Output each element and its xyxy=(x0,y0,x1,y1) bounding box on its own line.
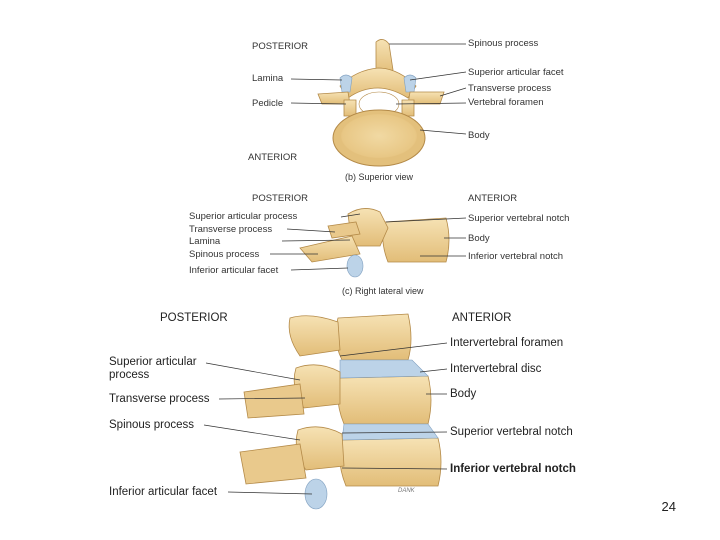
anterior-label-d: ANTERIOR xyxy=(452,312,512,324)
label-vertebral-foramen-b: Vertebral foramen xyxy=(468,97,544,108)
artist-signature: DANK xyxy=(398,488,415,494)
vertebral-column-segment xyxy=(239,313,442,510)
posterior-label-d: POSTERIOR xyxy=(160,312,228,324)
label-body-b: Body xyxy=(468,130,490,141)
label-intervertebral-foramen-d: Intervertebral foramen xyxy=(450,337,564,349)
label-inferior-vertebral-notch-c: Inferior vertebral notch xyxy=(468,251,564,262)
label-superior-articular-process-c: Superior articular process xyxy=(189,211,298,222)
leader-lines xyxy=(203,43,467,495)
superior-view-vertebra xyxy=(317,39,445,167)
label-lamina-b: Lamina xyxy=(252,73,284,84)
label-process-d: process xyxy=(109,369,150,381)
label-superior-articular-facet-b: Superior articular facet xyxy=(468,67,564,78)
caption-right-lateral-view: (c) Right lateral view xyxy=(342,286,424,296)
posterior-label-c: POSTERIOR xyxy=(252,193,308,204)
label-transverse-process-b: Transverse process xyxy=(468,83,552,94)
label-spinous-process-b: Spinous process xyxy=(468,38,539,49)
label-transverse-process-c: Transverse process xyxy=(189,224,273,235)
anterior-label-b: ANTERIOR xyxy=(248,152,298,163)
label-pedicle-b: Pedicle xyxy=(252,98,284,109)
posterior-label-b: POSTERIOR xyxy=(252,41,308,52)
page-number: 24 xyxy=(661,499,676,514)
label-spinous-process-c: Spinous process xyxy=(189,249,260,260)
caption-superior-view: (b) Superior view xyxy=(345,172,414,182)
label-inferior-articular-facet-d: Inferior articular facet xyxy=(109,486,218,498)
label-body-c: Body xyxy=(468,233,490,244)
label-spinous-process-d: Spinous process xyxy=(109,419,195,431)
label-inferior-vertebral-notch-d: Inferior vertebral notch xyxy=(450,463,576,475)
label-superior-vertebral-notch-c: Superior vertebral notch xyxy=(468,213,570,224)
label-superior-vertebral-notch-d: Superior vertebral notch xyxy=(450,426,573,438)
label-inferior-articular-facet-c: Inferior articular facet xyxy=(189,265,279,276)
anterior-label-c: ANTERIOR xyxy=(468,193,518,204)
label-superior-articular-d: Superior articular xyxy=(109,356,197,368)
label-lamina-c: Lamina xyxy=(189,236,221,247)
label-transverse-process-d: Transverse process xyxy=(109,393,210,405)
label-body-d: Body xyxy=(450,388,477,400)
lateral-view-vertebra xyxy=(299,208,450,278)
label-intervertebral-disc-d: Intervertebral disc xyxy=(450,363,542,375)
